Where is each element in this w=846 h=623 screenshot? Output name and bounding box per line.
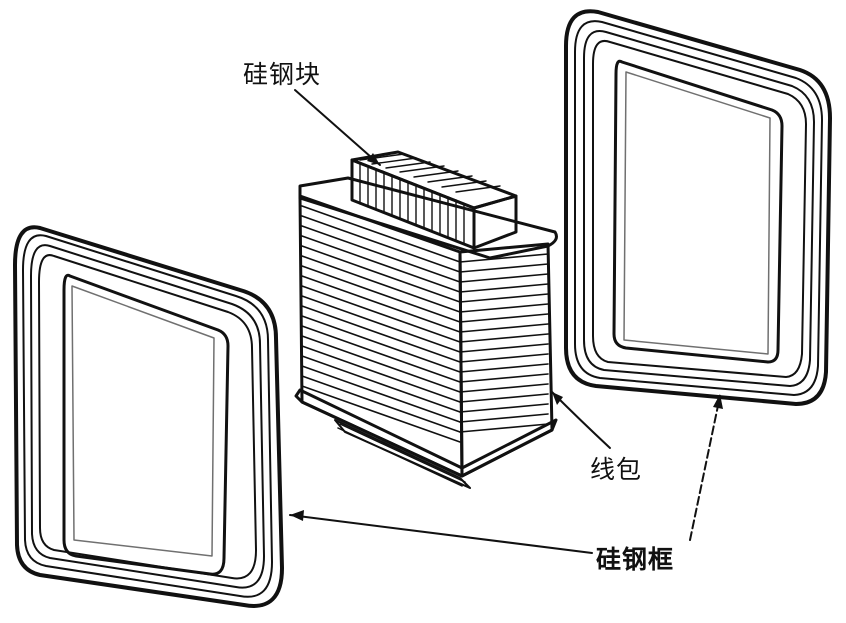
- arrowhead-block: [367, 153, 380, 165]
- arrowhead-left-frame: [290, 510, 304, 521]
- label-silicon-steel-block: 硅钢块: [243, 60, 322, 89]
- steel-block: [350, 150, 518, 250]
- right-steel-frame: [564, 9, 832, 406]
- coil-body: [294, 176, 558, 489]
- left-steel-frame: [13, 225, 284, 608]
- label-silicon-steel-frame: 硅钢框: [596, 545, 675, 574]
- arrowhead-right-frame: [713, 394, 723, 409]
- arrowhead-coil: [552, 392, 563, 405]
- label-coil: 线包: [590, 455, 643, 484]
- leader-lines: [289, 89, 723, 554]
